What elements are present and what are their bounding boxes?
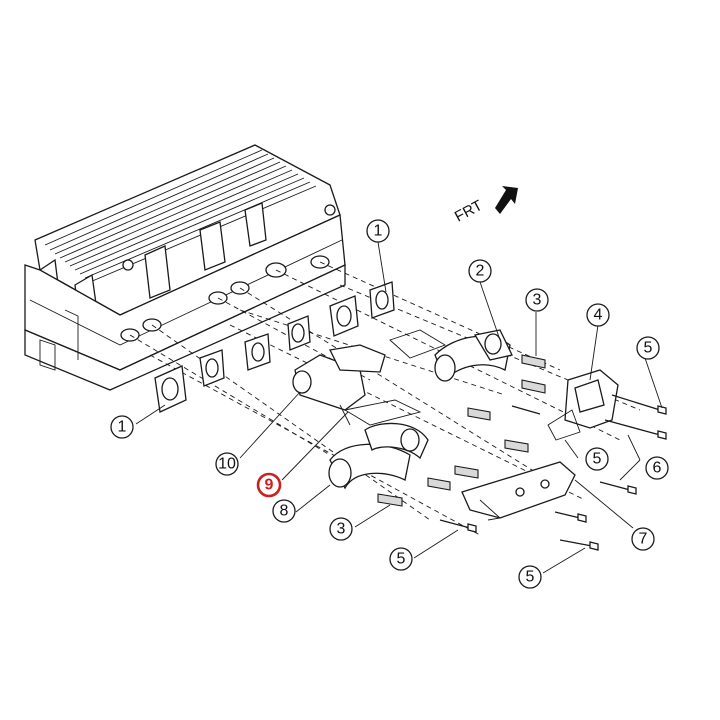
callout-3-lower[interactable]: 3: [329, 517, 353, 541]
svg-text:6: 6: [653, 460, 662, 477]
heat-shield-bracket: [547, 369, 619, 441]
leader-lines: [135, 241, 663, 574]
spacers: [377, 354, 546, 507]
svg-text:2: 2: [476, 263, 485, 280]
callout-2[interactable]: 2: [468, 259, 492, 283]
callout-5-bottom-right[interactable]: 5: [518, 565, 542, 589]
callout-10[interactable]: 10: [215, 452, 239, 476]
svg-text:5: 5: [397, 551, 406, 568]
front-arrow-icon: [495, 186, 518, 214]
callout-5-middle[interactable]: 5: [585, 447, 609, 471]
exhaust-pipe-upper: [434, 329, 513, 382]
front-direction-indicator: FRT: [452, 186, 518, 226]
callout-9-highlighted[interactable]: 9: [256, 472, 282, 498]
exhaust-pipe-lower: [328, 422, 429, 490]
svg-text:8: 8: [280, 503, 289, 520]
svg-text:3: 3: [337, 521, 346, 538]
callout-4[interactable]: 4: [586, 303, 610, 327]
exhaust-gaskets: [154, 281, 395, 413]
frt-label: FRT: [452, 197, 485, 226]
callout-1-lower[interactable]: 1: [110, 415, 134, 439]
svg-text:4: 4: [594, 307, 603, 324]
callout-7[interactable]: 7: [631, 527, 655, 551]
callout-5-right[interactable]: 5: [636, 336, 660, 360]
manifold-section: [292, 329, 447, 426]
bolts: [439, 394, 667, 551]
support-bracket: [461, 461, 576, 521]
svg-text:9: 9: [265, 477, 274, 494]
svg-text:1: 1: [374, 223, 383, 240]
svg-text:7: 7: [639, 531, 648, 548]
svg-text:5: 5: [526, 569, 535, 586]
cylinder-head: [24, 144, 346, 391]
svg-text:3: 3: [533, 292, 542, 309]
callout-3-upper[interactable]: 3: [525, 288, 549, 312]
svg-text:10: 10: [218, 456, 236, 473]
svg-text:5: 5: [644, 340, 653, 357]
callout-5-bottom-left[interactable]: 5: [389, 547, 413, 571]
svg-text:1: 1: [118, 419, 127, 436]
callout-8[interactable]: 8: [272, 499, 296, 523]
svg-text:5: 5: [593, 451, 602, 468]
callout-1-upper[interactable]: 1: [366, 219, 390, 243]
callout-6[interactable]: 6: [645, 456, 669, 480]
